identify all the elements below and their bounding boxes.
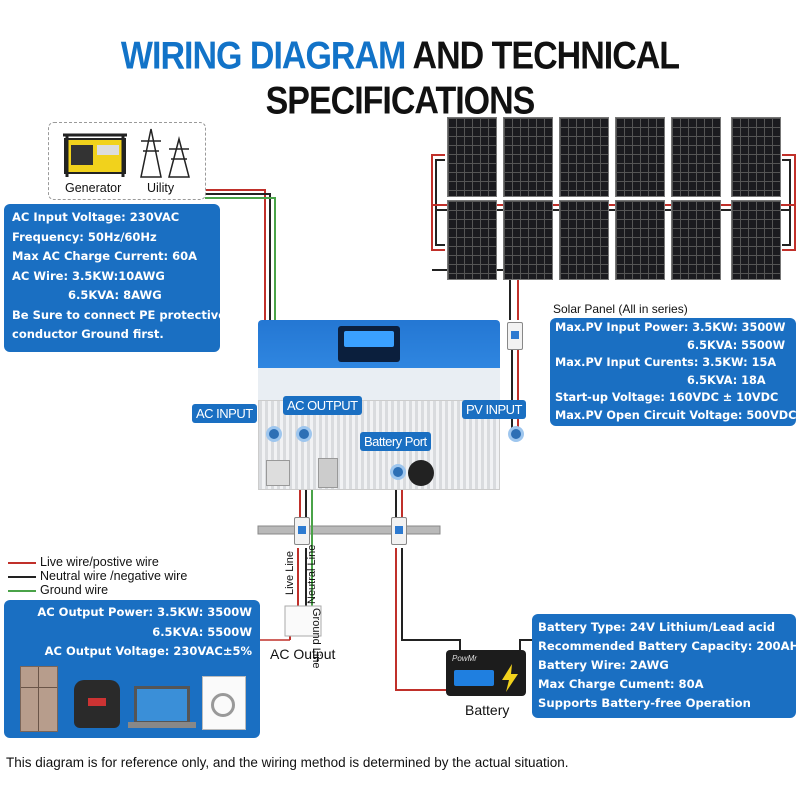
spec-line: Max.PV Input Power: 3.5KW: 3500W [555,321,786,334]
ac-output-port-icon [296,426,312,442]
solar-panel [731,117,781,197]
spec-line: Supports Battery-free Operation [538,696,751,710]
title-part-1: WIRING DIAGRAM [120,34,406,78]
utility-tower-icon [140,128,190,178]
solar-panel [503,117,553,197]
spec-line: Max Charge Cument: 80A [538,677,704,691]
legend-live: Live wire/postive wire [40,555,159,569]
spec-line: 6.5KVA: 18A [687,373,766,387]
spec-line: Recommended Battery Capacity: 200AH [538,639,800,653]
solar-panel [731,200,781,280]
ac-input-port-icon [266,426,282,442]
generator-icon [63,133,127,177]
ac-output-breaker [294,517,310,545]
refrigerator-icon [20,666,58,732]
pv-input-tag: PV INPUT [462,400,526,419]
generator-label: Generator [65,181,122,195]
battery-brand: PowMr [452,654,477,663]
spec-line: 6.5KVA: 8AWG [68,288,162,302]
battery-breaker [391,517,407,545]
legend-ground: Ground wire [40,583,109,597]
comm-port-icon [318,458,338,488]
pv-breaker [507,322,523,350]
spec-line: AC Output Voltage: 230VAC±5% [44,644,252,658]
spec-line: AC Output Power: 3.5KW: 3500W [37,605,252,619]
solar-panel-caption: Solar Panel (All in series) [553,302,688,316]
spec-line: Max.PV Input Curents: 3.5KW: 15A [555,356,777,370]
spec-line: conductor Ground first. [12,327,164,341]
live-line-label: Live Line [284,550,296,595]
utility-label: Uility [147,181,175,195]
battery-port-icon [390,464,406,480]
ac-output-label: AC Output [270,646,336,662]
solar-panel [447,200,497,280]
spec-line: Battery Type: 24V Lithium/Lead acid [538,620,776,634]
battery-icon: PowMr [446,650,526,696]
spec-line: Max AC Charge Current: 60A [12,249,198,263]
solar-panel [447,117,497,197]
page-title: WIRING DIAGRAM AND TECHNICAL SPECIFICATI… [0,34,800,124]
battery-label: Battery [465,702,510,718]
spec-line: Battery Wire: 2AWG [538,658,669,672]
spec-line: Max.PV Open Circuit Voltage: 500VDC [555,408,797,422]
battery-terminal-icon [408,460,434,486]
neutral-line-label: Neutral Line [306,544,318,604]
spec-line: Start-up Voltage: 160VDC ± 10VDC [555,391,779,405]
spec-line: Be Sure to connect PE protective [12,307,227,322]
solar-panel [559,200,609,280]
solar-panel [615,200,665,280]
switch-icon [266,460,290,486]
legend-neutral: Neutral wire /negative wire [40,569,188,583]
ac-input-tag: AC INPUT [192,404,257,423]
spec-line: Frequency: 50Hz/60Hz [12,229,157,244]
battery-spec-box: Battery Type: 24V Lithium/Lead acid Reco… [532,614,800,718]
title-part-2: AND TECHNICAL SPECIFICATIONS [265,34,680,123]
spec-line: 6.5KVA: 5500W [152,624,252,639]
solar-panel [671,117,721,197]
washing-machine-icon [202,676,246,730]
battery-port-tag: Battery Port [360,432,431,451]
solar-panel [671,200,721,280]
laptop-icon [134,686,190,724]
ac-output-spec-box: AC Output Power: 3.5KW: 3500W 6.5KVA: 55… [4,600,260,738]
pv-spec-box: Max.PV Input Power: 3.5KW: 3500W 6.5KVA:… [550,318,796,426]
spec-line: 6.5KVA: 5500W [687,338,786,352]
spec-line: AC Wire: 3.5KW:10AWG [12,268,165,283]
laptop-base-icon [128,722,196,728]
solar-panel [503,200,553,280]
inverter-display [338,326,400,362]
ac-output-tag: AC OUTPUT [283,396,362,415]
footer-note: This diagram is for reference only, and … [6,755,569,770]
source-card: Generator Uility [48,122,206,200]
spec-line: AC Input Voltage: 230VAC [12,210,180,224]
solar-panel [615,117,665,197]
solar-panel [559,117,609,197]
pv-input-port-icon [508,426,524,442]
rice-cooker-icon [74,680,120,728]
ac-input-spec-box: AC Input Voltage: 230VAC Frequency: 50Hz… [4,204,227,352]
